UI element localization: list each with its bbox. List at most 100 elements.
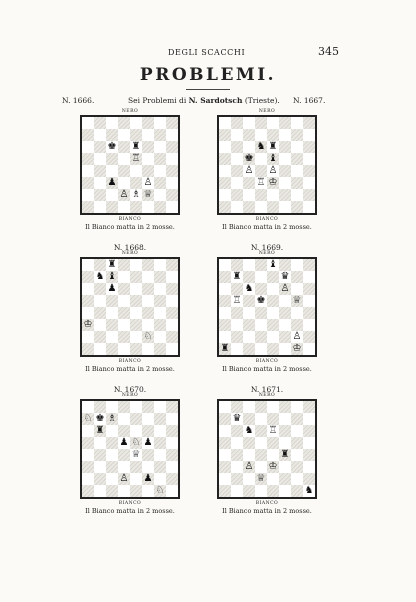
board-square (231, 307, 243, 319)
white-knight-icon: ♘ (82, 413, 94, 425)
board-square (130, 413, 142, 425)
subhead-left-number: N. 1666. (62, 96, 95, 105)
problem-number: N. 1670. (113, 385, 147, 394)
board-square (267, 295, 279, 307)
board-square (291, 259, 303, 271)
board-square (219, 413, 231, 425)
white-queen-icon: ♕ (142, 189, 154, 201)
board-square (267, 129, 279, 141)
board-square (267, 117, 279, 129)
board-square (130, 129, 142, 141)
board-square (130, 201, 142, 213)
board-square (166, 165, 178, 177)
problem-number: N. 1668. (113, 243, 147, 252)
black-pawn-icon: ♟ (106, 177, 118, 189)
white-knight-icon: ♘ (154, 485, 166, 497)
page-title: PROBLEMI. (139, 65, 277, 85)
black-rook-icon: ♜ (268, 141, 278, 152)
board-square (166, 461, 178, 473)
board-square (94, 449, 106, 461)
board-square (106, 201, 118, 213)
board-square (166, 401, 178, 413)
board-square (142, 153, 154, 165)
board-square (118, 129, 130, 141)
board-square (255, 117, 267, 129)
board-square (166, 331, 178, 343)
board-square (219, 259, 231, 271)
board-square (106, 189, 118, 201)
board-square (291, 425, 303, 437)
black-king-icon: ♚ (95, 413, 105, 424)
board-square (154, 413, 166, 425)
board-square (255, 461, 267, 473)
board-square (279, 295, 291, 307)
board-square (255, 271, 267, 283)
board-square (106, 319, 118, 331)
board-square (291, 307, 303, 319)
board-square (279, 177, 291, 189)
board-square (267, 401, 279, 413)
white-label: BIANCO (118, 501, 142, 506)
board-square (243, 473, 255, 485)
board-square (106, 485, 118, 497)
board-square (243, 141, 255, 153)
board-square (279, 129, 291, 141)
board-square (154, 189, 166, 201)
board-square (130, 259, 142, 271)
board-square (166, 485, 178, 497)
black-knight-icon: ♞ (95, 271, 105, 282)
board-square (142, 117, 154, 129)
board-square (94, 283, 106, 295)
white-pawn-icon: ♙ (118, 189, 130, 201)
white-pawn-icon: ♙ (143, 177, 153, 188)
board-square (267, 307, 279, 319)
board-square (279, 307, 291, 319)
black-rook-icon: ♜ (107, 259, 117, 270)
board-square (255, 259, 267, 271)
board-square (130, 331, 142, 343)
board-square (118, 331, 130, 343)
board-square (94, 129, 106, 141)
board-square (154, 153, 166, 165)
problem-caption: Il Bianco matta in 2 mosse. (222, 507, 312, 515)
board-square (303, 165, 315, 177)
board-square (255, 307, 267, 319)
board-square (219, 307, 231, 319)
board-square (82, 295, 94, 307)
board-square (231, 117, 243, 129)
board-square (279, 189, 291, 201)
board-square (166, 437, 178, 449)
problem-caption: Il Bianco matta in 2 mosse. (222, 223, 312, 231)
chess-board: ♛♞♖♜♙♔♕♞ (217, 399, 317, 499)
black-label: NERO (121, 109, 139, 114)
board-square (130, 271, 142, 283)
board-square (219, 141, 231, 153)
subhead-right-number: N. 1667. (293, 96, 326, 105)
board-square (291, 485, 303, 497)
board-square (82, 271, 94, 283)
subhead-intro-text: Sei Problemi di (128, 96, 187, 105)
board-square (106, 295, 118, 307)
black-label: NERO (121, 393, 139, 398)
board-square (82, 129, 94, 141)
board-square (82, 401, 94, 413)
board-square (303, 343, 315, 355)
board-square (166, 117, 178, 129)
board-square (166, 283, 178, 295)
board-square (142, 141, 154, 153)
board-square (94, 295, 106, 307)
board-square (303, 259, 315, 271)
board-square (231, 437, 243, 449)
board-square (291, 449, 303, 461)
board-square (303, 201, 315, 213)
board-square (118, 485, 130, 497)
board-square (279, 331, 291, 343)
board-square (106, 401, 118, 413)
board-square (142, 413, 154, 425)
board-square (106, 437, 118, 449)
board-square (118, 307, 130, 319)
board-square (130, 307, 142, 319)
board-square (82, 437, 94, 449)
board-square (231, 189, 243, 201)
